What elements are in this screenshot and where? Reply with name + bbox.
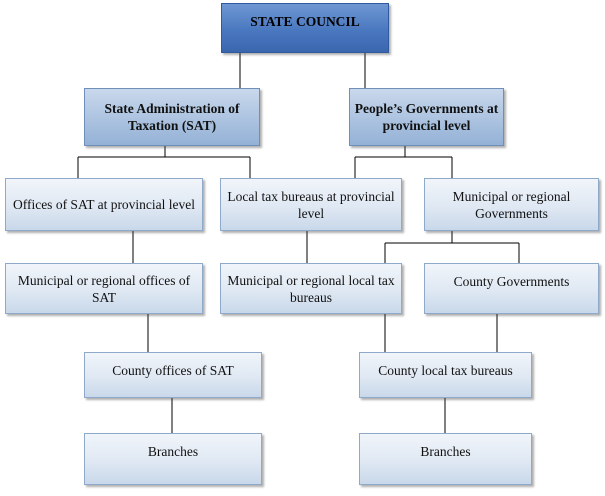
county-local-tax-bureaus-label: County local tax bureaus: [378, 363, 513, 378]
county-governments-box: County Governments: [424, 263, 599, 314]
municipal-regional-governments-label: Municipal or regional Governments: [452, 188, 571, 221]
branches-left-box: Branches: [84, 433, 262, 485]
branches-left-label: Branches: [147, 444, 199, 459]
branches-right-box: Branches: [359, 433, 532, 485]
branches-right-label: Branches: [420, 444, 471, 459]
county-local-tax-bureaus-box: County local tax bureaus: [359, 352, 532, 398]
municipal-regional-local-tax-bureaus-label: Municipal or regional local tax bureaus: [227, 272, 395, 305]
municipal-regional-offices-sat-box: Municipal or regional offices of SAT: [5, 263, 203, 314]
peoples-governments-label: People’s Governments at provincial level: [354, 101, 499, 133]
state-council-label: STATE COUNCIL: [250, 14, 360, 29]
municipal-regional-local-tax-bureaus-box: Municipal or regional local tax bureaus: [220, 263, 402, 314]
county-offices-sat-label: County offices of SAT: [112, 363, 234, 378]
county-governments-label: County Governments: [453, 274, 570, 289]
county-offices-sat-box: County offices of SAT: [84, 352, 262, 398]
local-tax-bureaus-provincial-box: Local tax bureaus at provincial level: [220, 178, 402, 231]
local-tax-bureaus-provincial-label: Local tax bureaus at provincial level: [227, 188, 395, 221]
offices-sat-provincial-label: Offices of SAT at provincial level: [12, 197, 196, 212]
sat-label: State Administration of Taxation (SAT): [104, 101, 240, 133]
state-council-box: STATE COUNCIL: [221, 3, 389, 53]
offices-sat-provincial-box: Offices of SAT at provincial level: [5, 178, 203, 231]
peoples-governments-box: People’s Governments at provincial level: [349, 88, 504, 146]
municipal-regional-governments-box: Municipal or regional Governments: [424, 178, 599, 231]
municipal-regional-offices-sat-label: Municipal or regional offices of SAT: [17, 272, 191, 305]
sat-box: State Administration of Taxation (SAT): [84, 88, 260, 146]
